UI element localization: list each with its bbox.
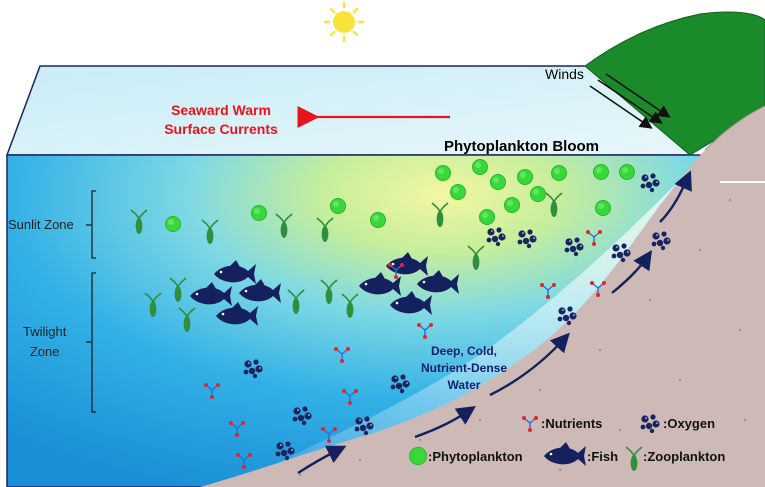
upwelling-arrow-icon — [297, 170, 692, 475]
winds-label: Winds — [545, 66, 584, 82]
legend-phytoplankton-label: :Phytoplankton — [428, 449, 523, 464]
bloom-label: Phytoplankton Bloom — [444, 138, 599, 155]
twilight-zone-line1: Twilight — [23, 324, 67, 339]
deep-water-line1: Deep, Cold, — [430, 344, 497, 358]
twilight-zone-line2: Zone — [29, 344, 60, 359]
deep-water-line2: Nutrient-Dense — [420, 361, 507, 375]
legend-nutrients-label: :Nutrients — [541, 416, 603, 431]
seafloor — [200, 106, 765, 487]
legend-oxygen-label: :Oxygen — [663, 416, 716, 431]
legend-phytoplankton-icon — [409, 447, 427, 465]
twilight-zone-bracket — [86, 272, 96, 413]
twilight-zone-label: Twilight Zone — [23, 322, 66, 362]
sun-icon — [323, 1, 365, 43]
seafloor-speckles — [298, 198, 747, 477]
deep-water-label: Deep, Cold, Nutrient-Dense Water — [420, 343, 508, 394]
seaward-current-line1: Seaward Warm — [171, 102, 271, 118]
sunlit-zone-bracket — [86, 190, 96, 259]
seaward-current-line2: Surface Currents — [164, 121, 278, 137]
legend-fish-label: :Fish — [587, 449, 619, 464]
wind-arrow-icon — [589, 73, 671, 129]
legend-zooplankton-label: :Zooplankton — [643, 449, 726, 464]
deep-water-line3: Water — [447, 378, 481, 392]
sunlit-zone-label: Sunlit Zone — [8, 217, 74, 232]
